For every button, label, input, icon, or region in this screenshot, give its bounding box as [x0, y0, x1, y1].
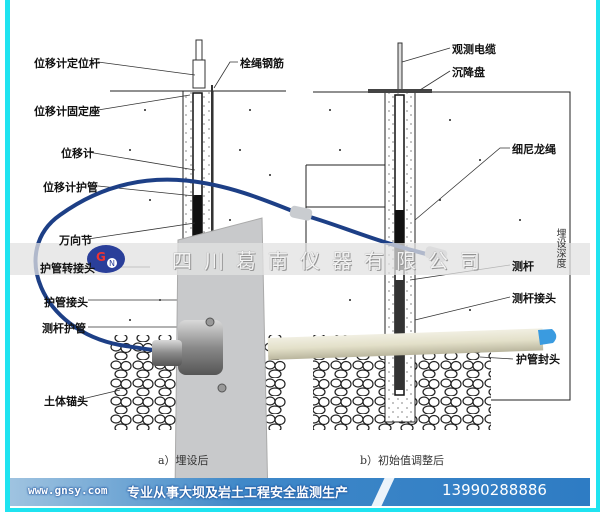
label-rod: 测杆 [512, 260, 534, 273]
sensor-photo [152, 217, 557, 503]
label-rod-sleeve: 测杆护管 [42, 322, 86, 335]
label-tie-rebar: 栓绳钢筋 [240, 57, 284, 70]
label-cable: 观测电缆 [452, 43, 496, 56]
phone-number: 13990288886 [442, 481, 547, 499]
label-nylon-rope: 细尼龙绳 [512, 143, 556, 156]
label-sleeve-adapter: 护管转接头 [40, 262, 95, 275]
right-section [305, 42, 571, 430]
label-displacement-meter: 位移计 [61, 147, 94, 160]
slogan: 专业从事大坝及岩土工程安全监测生产 [127, 486, 349, 501]
caption-a: a）埋设后 [158, 454, 209, 467]
label-sleeve-cap: 护管封头 [516, 353, 560, 366]
cyan-frame [5, 0, 600, 512]
gn-logo: G N [87, 245, 125, 273]
label-locator-rod: 位移计定位杆 [34, 57, 100, 70]
watermark-text: 四川葛南仪器有限公司 [172, 249, 492, 273]
caption-b: b）初始值调整后 [360, 454, 445, 467]
bottom-banner [10, 478, 590, 506]
website-link[interactable]: www.gnsy.com [28, 484, 108, 497]
label-meter-sleeve: 位移计护管 [43, 181, 98, 194]
label-rod-joint: 测杆接头 [512, 292, 556, 305]
label-fixed-base: 位移计固定座 [34, 105, 100, 118]
svg-text:G: G [96, 250, 106, 264]
label-sleeve-joint: 护管接头 [44, 296, 88, 309]
label-soil-anchor: 土体锚头 [44, 395, 88, 408]
label-settlement-plate: 沉降盘 [452, 66, 485, 79]
label-universal-joint: 万向节 [59, 234, 92, 247]
svg-text:N: N [109, 259, 115, 268]
label-depth-note: 埋设深度 [554, 228, 565, 268]
